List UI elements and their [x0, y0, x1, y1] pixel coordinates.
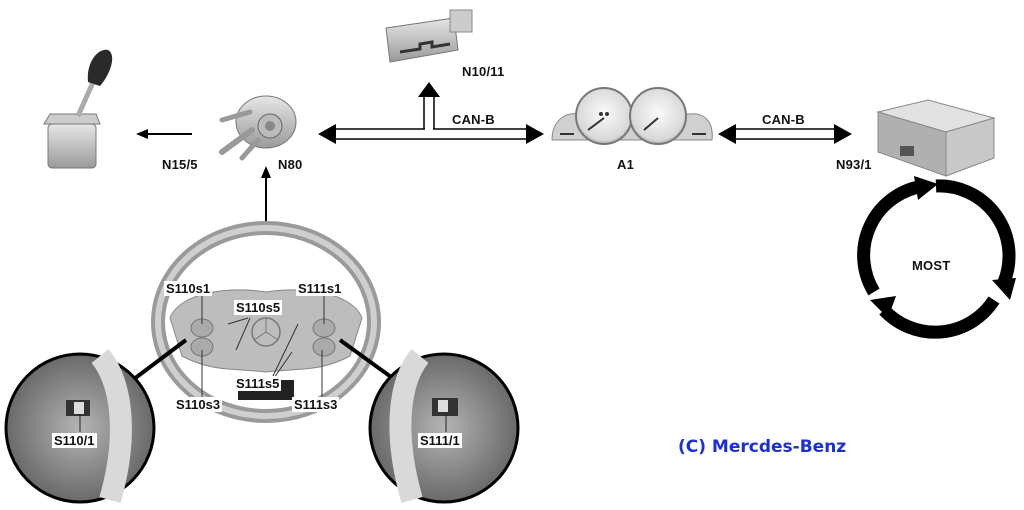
label-can-b-left: CAN-B: [452, 112, 495, 127]
label-s111s3: S111s3: [292, 397, 340, 412]
steering-wheel-icon: [128, 221, 400, 423]
right-detail-zoom: [368, 348, 520, 504]
label-s110-1: S110/1: [52, 433, 97, 448]
gear-shifter-icon: [43, 49, 113, 169]
label-n93-1: N93/1: [836, 157, 872, 172]
label-n80: N80: [278, 157, 303, 172]
can-b-bus-right: [718, 124, 852, 144]
arrow-n80-to-n15: [136, 129, 192, 139]
audio-module-icon: [876, 99, 996, 177]
copyright-text: (C) Mercdes-Benz: [678, 437, 847, 457]
instrument-cluster-icon: [551, 87, 713, 145]
label-most: MOST: [912, 258, 951, 273]
n10-11-module-icon: [385, 9, 473, 63]
arrow-wheel-to-n80: [261, 166, 271, 226]
label-n10-11: N10/11: [462, 64, 505, 79]
label-s110s5: S110s5: [234, 300, 283, 315]
label-n15-5: N15/5: [162, 157, 198, 172]
label-s110s1: S110s1: [164, 281, 213, 296]
most-ring: [857, 176, 1016, 339]
can-b-bus-left: [318, 82, 544, 144]
label-s111s5: S111s5: [234, 376, 282, 391]
label-s111s1: S111s1: [296, 281, 344, 296]
label-s111-1: S111/1: [418, 433, 462, 448]
label-a1: A1: [617, 157, 635, 172]
steering-column-module-icon: [219, 95, 297, 161]
label-can-b-right: CAN-B: [762, 112, 805, 127]
label-s110s3: S110s3: [174, 397, 223, 412]
left-detail-zoom: [4, 348, 156, 504]
